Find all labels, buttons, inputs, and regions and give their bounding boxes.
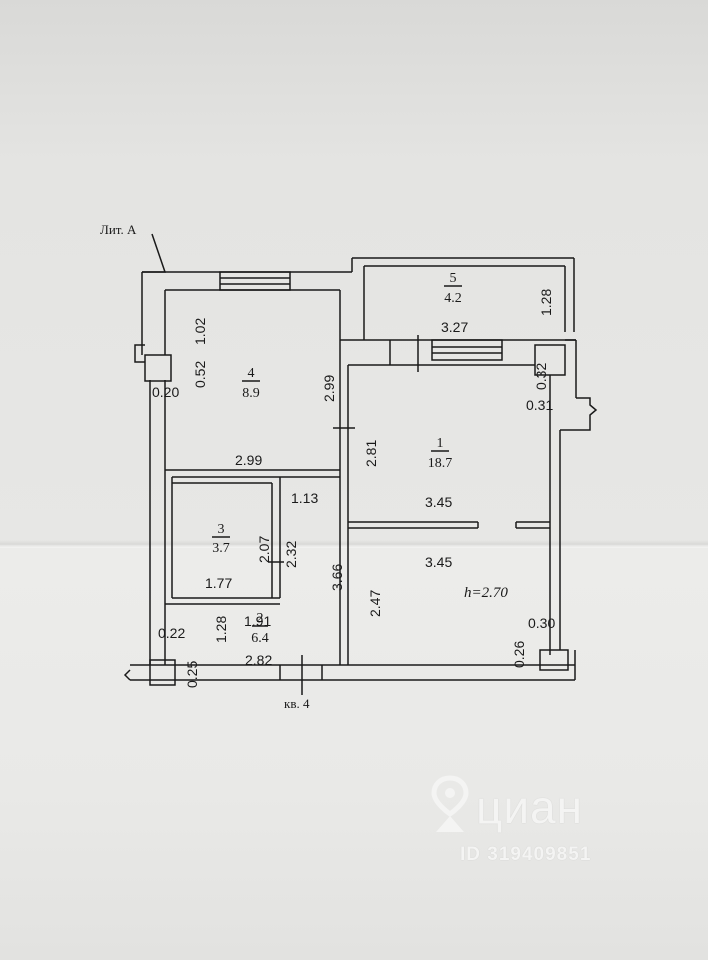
window <box>431 339 503 361</box>
dimension-label: 2.99 <box>235 452 262 468</box>
dimension-label: 3.66 <box>329 564 345 591</box>
wall-break <box>123 669 131 681</box>
room-1-area: 18.7 <box>428 456 453 471</box>
paper-sheet-top <box>0 0 708 545</box>
dimension-label: 2.32 <box>283 541 299 568</box>
location-pin-icon <box>431 775 469 832</box>
dimension-label: 0.22 <box>158 625 185 641</box>
building-leader-line <box>142 233 167 273</box>
column <box>144 354 172 382</box>
dimension-label: 0.20 <box>152 384 179 400</box>
dimension-label: 2.81 <box>363 440 379 467</box>
column <box>539 649 569 671</box>
dimension-label: 3.45 <box>425 494 452 510</box>
dimension-label: 2.07 <box>256 536 272 563</box>
dimension-label: 0.26 <box>511 641 527 668</box>
dimension-label: 0.31 <box>526 397 553 413</box>
room-2-number: 2 <box>257 611 264 626</box>
paper-fold <box>0 540 708 548</box>
window <box>219 271 291 291</box>
dimension-label: 2.47 <box>367 590 383 617</box>
paper-sheet-bottom <box>0 545 708 960</box>
dimension-label: 0.30 <box>528 615 555 631</box>
room-5-area: 4.2 <box>444 291 462 306</box>
ceiling-height-label: h=2.70 <box>464 585 508 601</box>
wall-stub <box>560 397 598 431</box>
room-4-number: 4 <box>248 366 255 381</box>
wall-stub <box>134 344 145 363</box>
dimension-label: 2.99 <box>321 375 337 402</box>
watermark-brand: циан <box>476 781 584 833</box>
apartment-label: кв. 4 <box>284 696 310 711</box>
watermark-id: ID 319409851 <box>460 844 592 865</box>
dimension-label: 2.82 <box>245 652 272 668</box>
dimension-label: 1.13 <box>291 490 318 506</box>
dimension-label: 3.45 <box>425 554 452 570</box>
room-2-area: 6.4 <box>251 631 269 646</box>
building-label: Лит. А <box>100 222 137 237</box>
room-4-area: 8.9 <box>242 386 260 401</box>
dimension-label: 0.32 <box>533 363 549 390</box>
room-1-number: 1 <box>437 436 444 451</box>
room-3-number: 3 <box>218 522 225 537</box>
room-5-number: 5 <box>450 271 457 286</box>
dimension-label: 0.25 <box>184 661 200 688</box>
dimension-label: 0.52 <box>192 361 208 388</box>
cian-watermark: циан ID 319409851 <box>428 774 658 874</box>
room-3-area: 3.7 <box>212 541 230 556</box>
dimension-label: 3.27 <box>441 319 468 335</box>
dimension-label: 1.02 <box>192 318 208 345</box>
dimension-label: 1.28 <box>213 616 229 643</box>
column <box>149 659 176 686</box>
dimension-label: 1.28 <box>538 289 554 316</box>
dimension-label: 1.91 <box>244 613 271 629</box>
dimension-label: 1.77 <box>205 575 232 591</box>
